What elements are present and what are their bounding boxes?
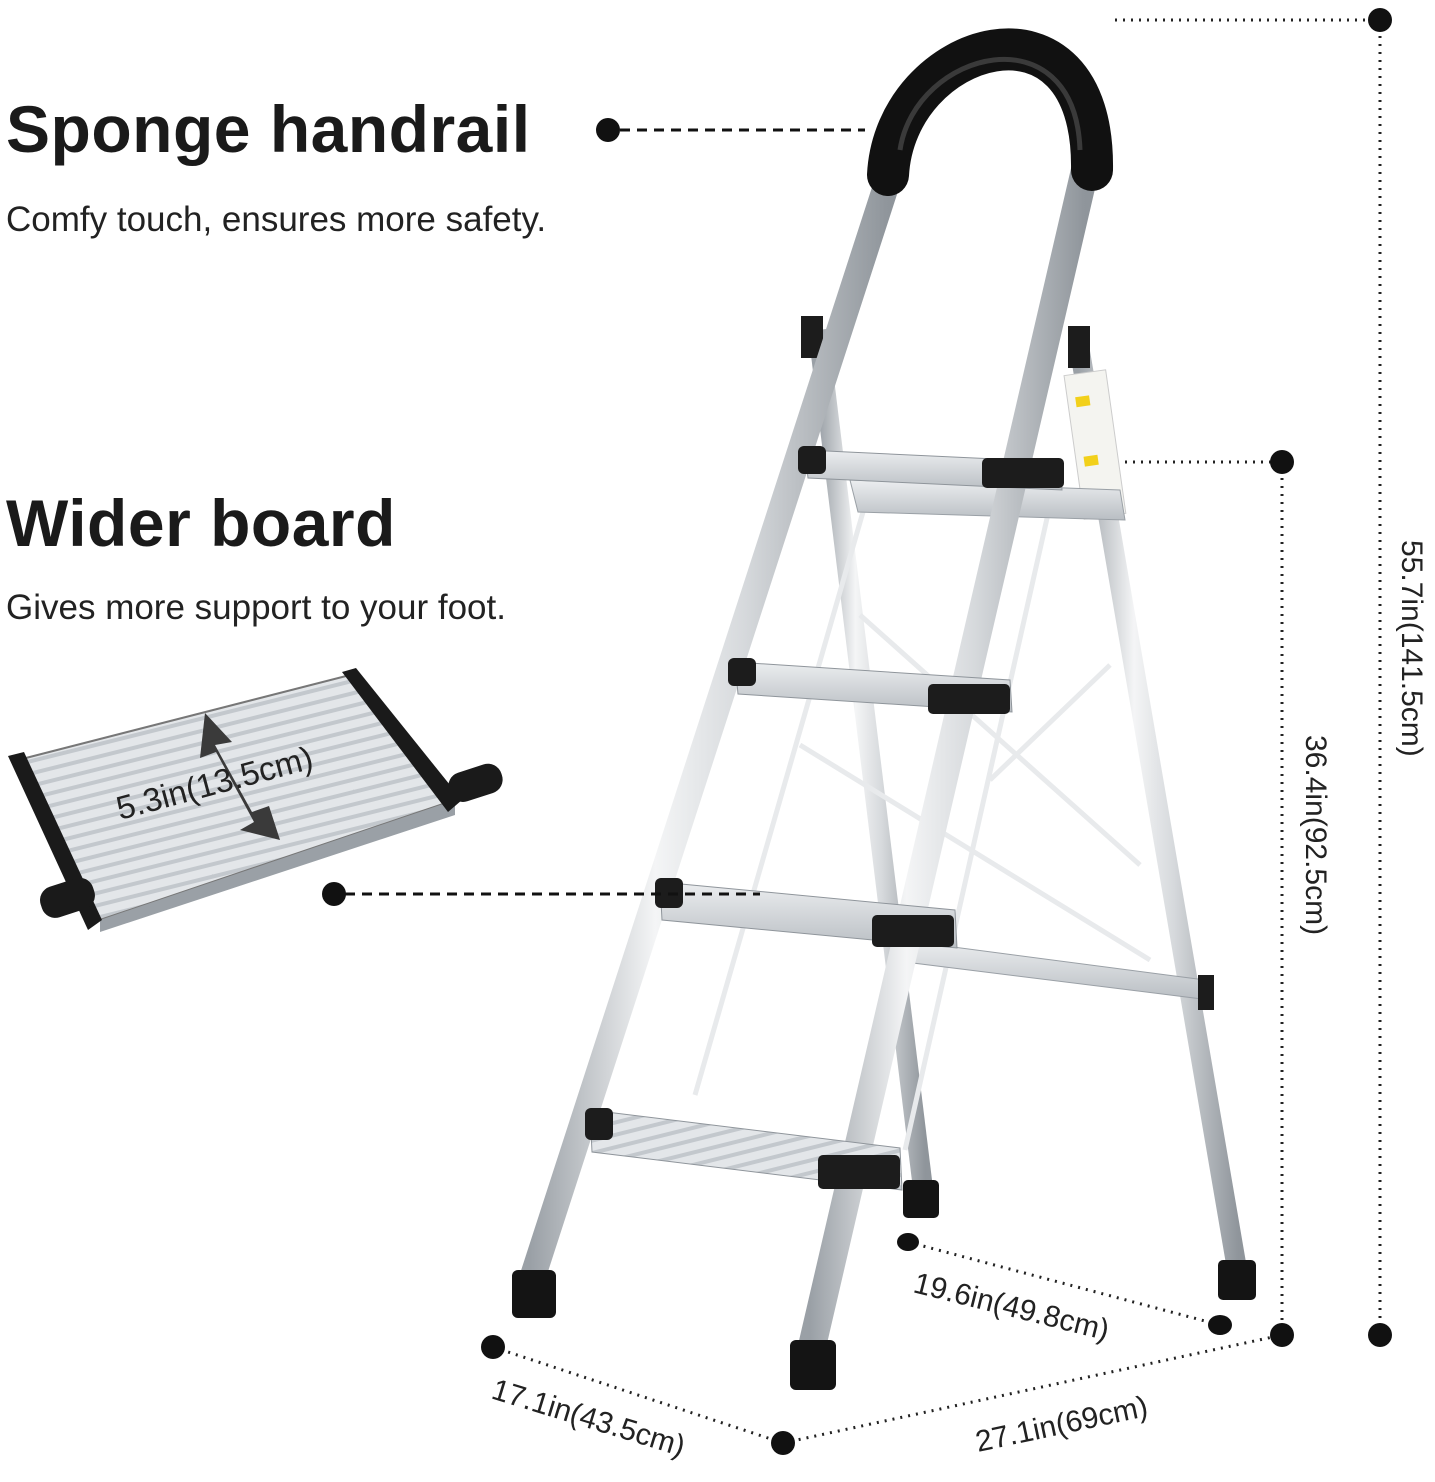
- cross-braces: [692, 504, 1152, 1151]
- feet: [512, 1180, 1256, 1390]
- dimension-endpoints: [481, 8, 1392, 1455]
- feature-subtitle-board: Gives more support to your foot.: [6, 588, 506, 627]
- front-width-label: 17.1in(43.5cm): [488, 1373, 689, 1463]
- callout-leaders: [345, 128, 865, 896]
- ladder: [512, 28, 1256, 1390]
- back-depth-label: 19.6in(49.8cm): [910, 1267, 1112, 1347]
- callout-dots: [322, 118, 620, 906]
- treads: [585, 446, 1064, 1191]
- sponge-handrail: [867, 28, 1114, 196]
- feature-title-handrail: Sponge handrail: [6, 92, 531, 166]
- platform-height-label: 36.4in(92.5cm): [1299, 735, 1332, 935]
- base-depth-label: 27.1in(69cm): [973, 1390, 1151, 1459]
- feature-title-board: Wider board: [6, 486, 396, 560]
- dimension-lines: [492, 18, 1382, 1445]
- feature-subtitle-handrail: Comfy touch, ensures more safety.: [6, 200, 547, 239]
- total-height-label: 55.7in(141.5cm): [1395, 540, 1428, 757]
- double-arrow-icon: [200, 713, 280, 840]
- step-inset: 5.3in(13.5cm): [8, 668, 503, 932]
